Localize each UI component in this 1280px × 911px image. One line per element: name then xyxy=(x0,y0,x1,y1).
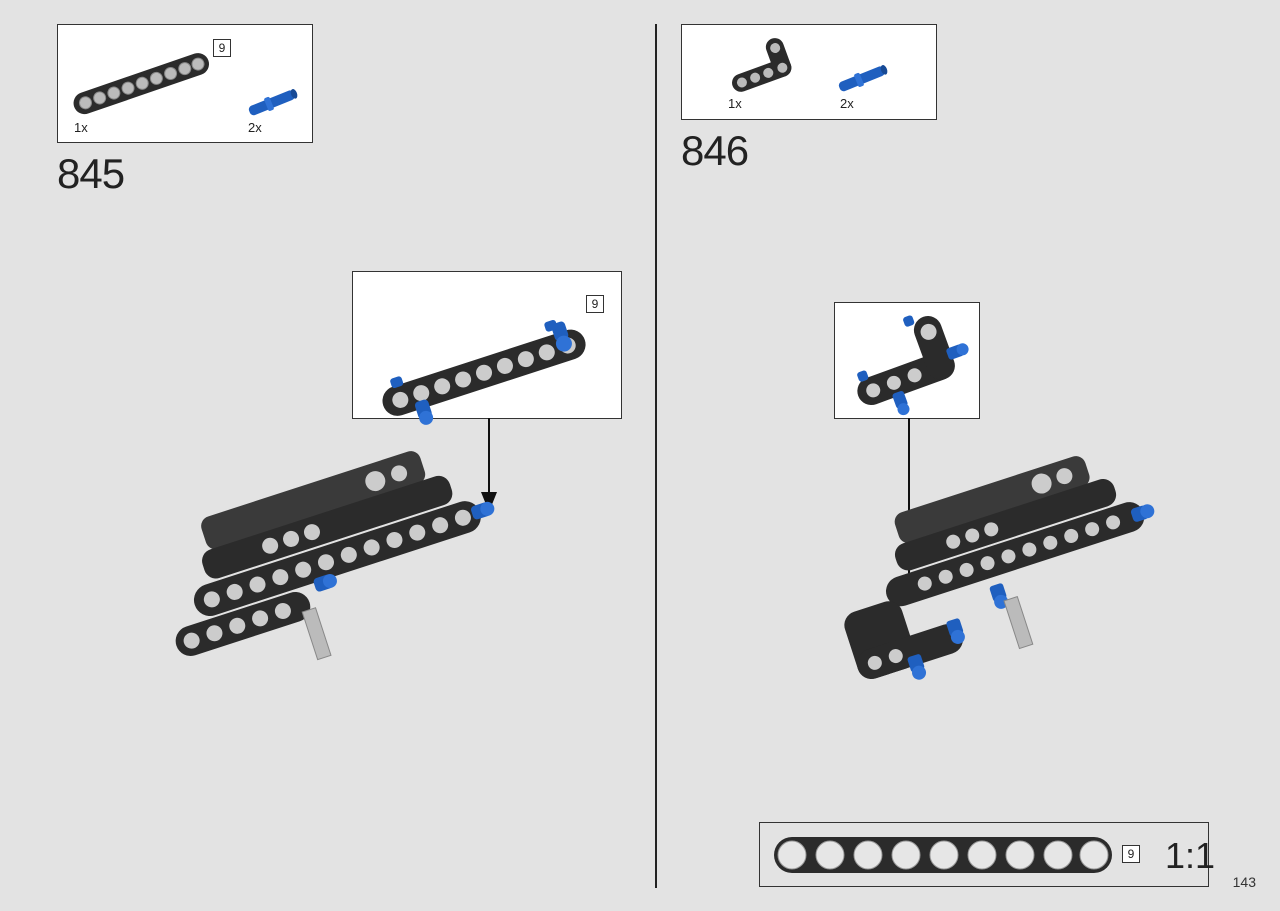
beam-9-actual-size-icon xyxy=(774,837,1112,873)
part-qty: 1x xyxy=(728,96,742,111)
bent-beam-with-pins-icon xyxy=(857,315,969,416)
bent-beam-icon xyxy=(732,38,792,92)
part-qty: 2x xyxy=(840,96,854,111)
part-qty: 1x xyxy=(74,120,88,135)
length-badge: 9 xyxy=(586,295,604,313)
length-badge: 9 xyxy=(1122,845,1140,863)
callout-box-846 xyxy=(834,302,980,419)
callout-box-845: 9 xyxy=(352,271,622,425)
parts-list-box-846: 1x 2x xyxy=(681,24,937,120)
beam-9-icon xyxy=(73,53,210,115)
length-badge: 9 xyxy=(213,39,231,57)
page-number: 143 xyxy=(1232,874,1256,890)
blue-pin-icon xyxy=(248,89,298,116)
scale-ruler-box: 9 1:1 xyxy=(759,822,1215,887)
blue-pin-icon xyxy=(838,65,888,92)
beam-with-pins-icon xyxy=(382,319,586,425)
main-assembly-845 xyxy=(175,451,495,661)
step-number: 845 xyxy=(57,150,125,197)
scale-label: 1:1 xyxy=(1165,835,1216,876)
page-divider xyxy=(655,24,657,888)
part-qty: 2x xyxy=(248,120,262,135)
main-assembly-846 xyxy=(844,456,1155,680)
step-number: 846 xyxy=(681,127,749,174)
parts-list-box-845: 1x 9 2x xyxy=(57,24,313,143)
